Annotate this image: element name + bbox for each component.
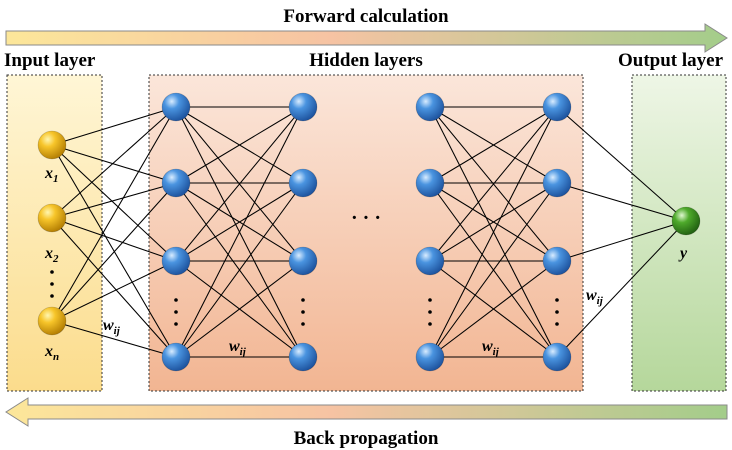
hidden-node	[161, 246, 191, 276]
edge-input-hidden	[51, 260, 177, 322]
hidden-node	[415, 168, 445, 198]
input-label-1: x1	[44, 165, 59, 185]
input-label-n: xn	[44, 343, 59, 363]
output-layer-title: Output layer	[618, 50, 724, 71]
network-nodes	[37, 92, 701, 372]
output-node	[671, 206, 701, 236]
edge-hidden-output	[556, 220, 687, 262]
edge-input-hidden	[51, 144, 177, 262]
hidden-layers-title: Hidden layers	[309, 50, 422, 71]
connection-edges	[51, 106, 687, 358]
hidden-node	[542, 168, 572, 198]
forward-arrow	[5, 23, 728, 53]
hidden-node	[542, 246, 572, 276]
edge-hidden-output	[556, 106, 687, 222]
edge-hidden-output	[556, 182, 687, 222]
edge-input-hidden	[51, 182, 177, 322]
hidden-node	[288, 92, 318, 122]
hidden-layers-panel	[148, 74, 584, 392]
back-propagation-label: Back propagation	[294, 428, 439, 449]
weight-label-output: wij	[586, 287, 604, 307]
edge-hidden-hidden	[175, 106, 304, 358]
weight-label-input: wij	[103, 317, 121, 337]
edge-input-hidden	[51, 320, 177, 358]
input-node	[37, 306, 67, 336]
backward-arrow	[5, 397, 728, 427]
hidden-node	[415, 246, 445, 276]
edge-hidden-hidden	[175, 106, 304, 184]
weight-label-hidden-1: wij	[229, 338, 247, 358]
hidden-layers-ellipsis: · · ·	[351, 207, 381, 229]
edge-hidden-hidden	[429, 182, 558, 262]
hidden-node	[288, 168, 318, 198]
hidden-node	[161, 168, 191, 198]
input-node	[37, 130, 67, 160]
edge-input-hidden	[51, 144, 177, 358]
edge-hidden-hidden	[175, 182, 304, 262]
edge-hidden-hidden	[429, 182, 558, 358]
edge-input-hidden	[51, 144, 177, 184]
hidden-vertical-ellipsis	[174, 298, 559, 326]
hidden-node	[542, 342, 572, 372]
edge-hidden-output	[556, 220, 687, 358]
edge-input-hidden	[51, 106, 177, 146]
edge-hidden-hidden	[175, 260, 304, 358]
hidden-node	[288, 342, 318, 372]
input-layer-panel	[6, 74, 103, 392]
hidden-node	[288, 246, 318, 276]
forward-calculation-label: Forward calculation	[283, 6, 449, 27]
hidden-node	[161, 92, 191, 122]
edge-hidden-hidden	[175, 106, 304, 262]
hidden-node	[415, 92, 445, 122]
edge-hidden-hidden	[429, 106, 558, 184]
edge-hidden-hidden	[429, 260, 558, 358]
hidden-node	[542, 92, 572, 122]
edge-input-hidden	[51, 217, 177, 262]
edge-input-hidden	[51, 106, 177, 322]
edge-input-hidden	[51, 182, 177, 219]
input-node	[37, 203, 67, 233]
output-label-y: y	[678, 245, 688, 262]
weight-label-hidden-2: wij	[482, 338, 500, 358]
input-vertical-ellipsis	[50, 270, 54, 298]
hidden-node	[415, 342, 445, 372]
input-label-2: x2	[44, 245, 59, 265]
edge-hidden-hidden	[429, 106, 558, 358]
edge-input-hidden	[51, 217, 177, 358]
edge-input-hidden	[51, 106, 177, 219]
edge-hidden-hidden	[175, 182, 304, 358]
hidden-node	[161, 342, 191, 372]
edge-hidden-hidden	[429, 106, 558, 262]
input-layer-title: Input layer	[4, 50, 96, 71]
